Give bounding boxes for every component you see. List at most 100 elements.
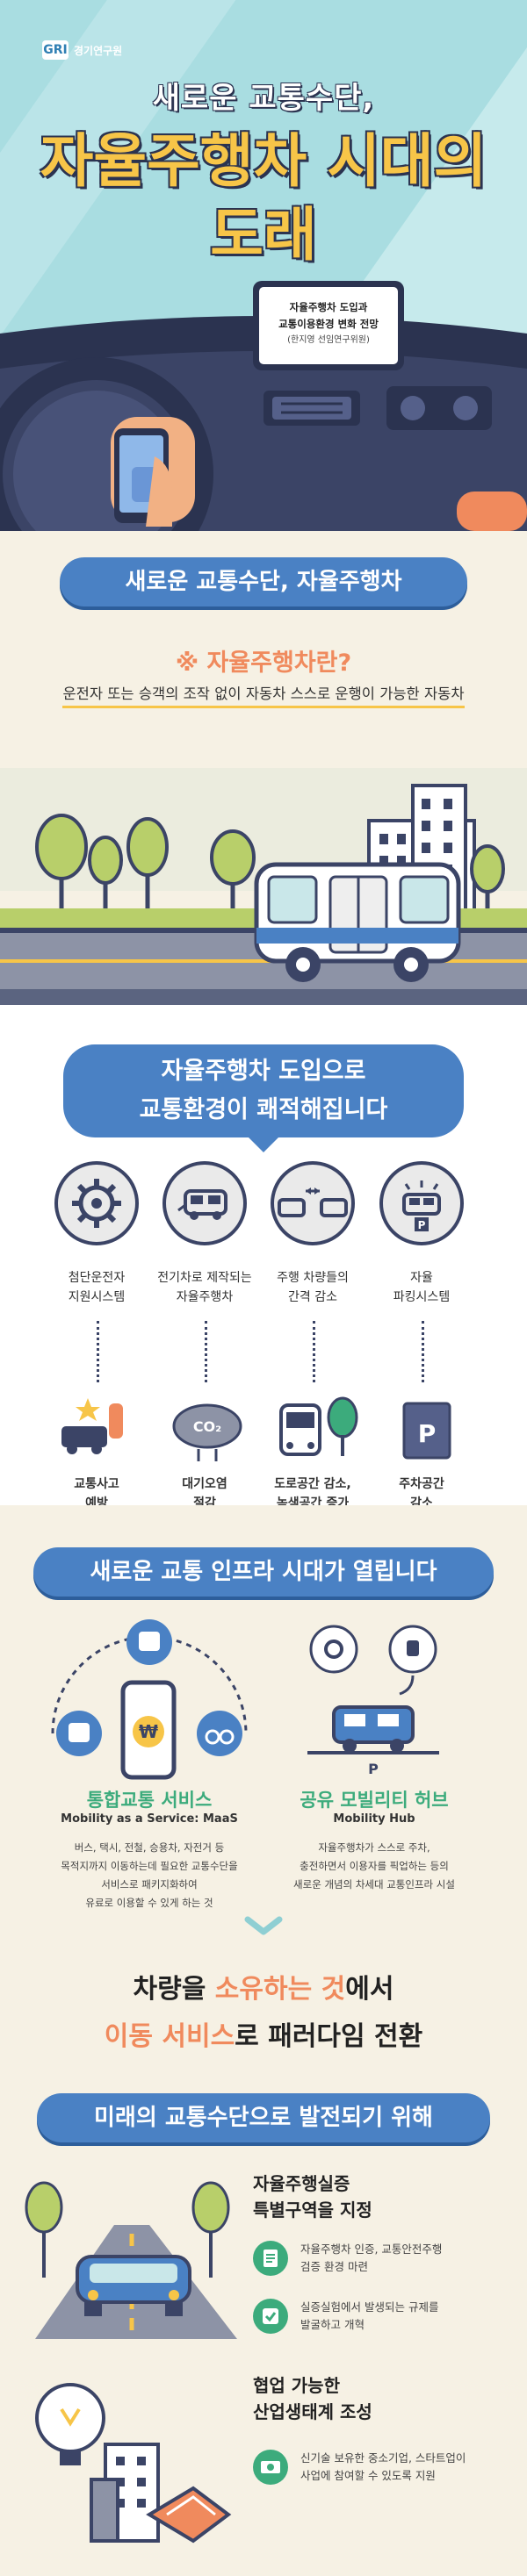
hero-subtitle: 새로운 교통수단,	[152, 81, 375, 116]
hub-gear-icon	[309, 1625, 358, 1674]
parking-label-l1: 자율	[410, 1271, 433, 1285]
svg-text:₩: ₩	[139, 1721, 158, 1742]
spacing-label-l2: 간격 감소	[288, 1290, 337, 1304]
bus-tree-icon	[279, 1396, 358, 1456]
ecosystem-item-1-l2: 사업에 참여할 수 있도록 지원	[300, 2469, 436, 2482]
adas-label-l1: 첨단운전자	[68, 1271, 126, 1285]
ecosystem-title-l1: 협업 가능한	[253, 2375, 340, 2396]
adas-label-l2: 지원시스템	[68, 1290, 126, 1304]
hub-description: 자율주행차가 스스로 주차, 충전하면서 이용자를 픽업하는 등의 새로운 개념…	[260, 1839, 488, 1894]
parking-circle: P	[379, 1161, 464, 1245]
hub-subtitle: Mobility Hub	[333, 1812, 415, 1826]
screen-line3: (한지영 선임연구위원)	[287, 335, 370, 345]
future-section: 미래의 교통수단으로 발전되기 위해 자율주행실증 특별구역을 지정 자율주행차…	[0, 2067, 527, 2576]
road-result: 도로공간 감소, 녹색공간 증가	[256, 1475, 370, 1505]
test-zone-item-1-l1: 자율주행차 인증, 교통안전주행	[300, 2242, 443, 2256]
paradigm-line2-a: 이동 서비스	[104, 2021, 235, 2052]
logo: GRI 경기연구원	[42, 40, 122, 60]
car-dashboard-illustration	[0, 316, 527, 531]
paradigm-line2: 이동 서비스로 패러다임 전환	[0, 2014, 527, 2053]
ev-label-l2: 자율주행차	[176, 1290, 234, 1304]
intro-section: 새로운 교통수단, 자율주행차 ※ 자율주행차란? 운전자 또는 승객의 조작 …	[0, 531, 527, 1005]
dashboard-screen: 자율주행차 도입과 교통이용환경 변화 전망 (한지영 선임연구위원)	[253, 281, 404, 370]
test-zone-title: 자율주행실증 특별구역을 지정	[253, 2171, 372, 2223]
tree-group	[35, 814, 505, 917]
parking-result-l2: 감소	[410, 1496, 433, 1505]
bicycle-icon	[197, 1711, 242, 1756]
spacing-label-l1: 주행 차량들의	[277, 1271, 349, 1285]
electric-car-icon	[177, 1189, 227, 1220]
test-zone-title-l2: 특별구역을 지정	[253, 2199, 372, 2221]
mobility-illustration: ₩ P	[51, 1619, 439, 1780]
svg-text:CO₂: CO₂	[193, 1418, 221, 1435]
definition-question: ※ 자율주행차란?	[175, 649, 352, 677]
accident-icon	[61, 1398, 123, 1454]
benefits-heading-line2: 교통환경이 쾌적해집니다	[139, 1096, 388, 1123]
ecosystem-title: 협업 가능한 산업생태계 조성	[253, 2372, 372, 2425]
adas-circle	[54, 1161, 139, 1245]
parking-result-l1: 주차공간	[399, 1477, 444, 1491]
infra-section: 새로운 교통 인프라 시대가 열립니다 ₩ P 통합교통 서비스 Mobilit…	[0, 1505, 527, 1944]
gear-icon	[72, 1179, 121, 1228]
test-zone-illustration	[25, 2181, 237, 2339]
ecosystem-illustration	[35, 2383, 232, 2544]
paradigm-section: 차량을 소유하는 것에서 이동 서비스로 패러다임 전환	[0, 1944, 527, 2067]
auto-parking-icon: P	[402, 1180, 441, 1231]
paradigm-line1: 차량을 소유하는 것에서	[0, 1967, 527, 2006]
ev-circle	[162, 1161, 247, 1245]
test-zone-item-1-l2: 검증 환경 마련	[300, 2260, 368, 2273]
future-pill: 미래의 교통수단으로 발전되기 위해	[37, 2093, 490, 2142]
maas-description: 버스, 택시, 전철, 승용차, 자전거 등 목적지까지 이동하는데 필요한 교…	[35, 1839, 264, 1912]
test-zone-item-2-l1: 실증실험에서 발생되는 규제를	[300, 2300, 439, 2314]
ecosystem-item-1-l1: 신기술 보유한 중소기업, 스타트업이	[300, 2451, 466, 2465]
pollution-result-l1: 대기오염	[182, 1477, 227, 1491]
pollution-result-l2: 절감	[193, 1496, 216, 1505]
definition-text-span: 운전자 또는 승객의 조작 없이 자동차 스스로 운행이 가능한 자동차	[62, 685, 465, 708]
money-icon	[253, 2450, 288, 2485]
paradigm-line1-a: 차량을	[133, 1974, 215, 2005]
maas-subtitle: Mobility as a Service: MaaS	[61, 1812, 238, 1826]
svg-text:P: P	[418, 1419, 437, 1448]
maas-desc-4: 유료로 이용할 수 있게 하는 것	[85, 1897, 213, 1909]
intro-pill: 새로운 교통수단, 자율주행차	[60, 557, 467, 606]
ecosystem-title-l2: 산업생태계 조성	[253, 2401, 372, 2422]
maas-desc-2: 목적지까지 이동하는데 필요한 교통수단을	[61, 1860, 238, 1872]
svg-text:P: P	[368, 1761, 379, 1777]
hero-section: GRI 경기연구원 새로운 교통수단, 자율주행차 시대의 도래 자율주행차 도…	[0, 0, 527, 531]
maas-desc-1: 버스, 택시, 전철, 승용차, 자전거 등	[74, 1841, 225, 1854]
dotted-connector	[97, 1321, 99, 1382]
screen-line1: 자율주행차 도입과	[289, 301, 368, 313]
hub-desc-1: 자율주행차가 스스로 주차,	[318, 1841, 430, 1854]
hero-title: 자율주행차 시대의 도래	[0, 125, 527, 272]
svg-text:P: P	[418, 1219, 426, 1231]
road-result-l1: 도로공간 감소,	[274, 1477, 351, 1491]
road-result-l2: 녹색공간 증가	[276, 1496, 350, 1505]
test-zone-item-2-l2: 발굴하고 개혁	[300, 2318, 365, 2331]
hub-title: 공유 모빌리티 허브	[300, 1790, 449, 1811]
dotted-connector	[205, 1321, 207, 1382]
checklist-icon	[253, 2299, 288, 2334]
paradigm-line1-c: 에서	[345, 1974, 394, 2005]
benefits-heading-line1: 자율주행차 도입으로	[161, 1058, 366, 1085]
hub-desc-3: 새로운 개념의 차세대 교통인프라 시설	[293, 1878, 455, 1891]
accident-result-l1: 교통사고	[74, 1477, 119, 1491]
dotted-connector	[422, 1321, 424, 1382]
hero-title-line2: 도래	[210, 201, 317, 269]
logo-text: 경기연구원	[74, 44, 123, 57]
hub-desc-2: 충전하면서 이용자를 픽업하는 등의	[300, 1860, 449, 1872]
hero-title-line1: 자율주행차 시대의	[40, 127, 487, 195]
paradigm-line1-b: 소유하는 것	[214, 1974, 346, 2005]
parking-sign-icon: P	[402, 1402, 451, 1460]
